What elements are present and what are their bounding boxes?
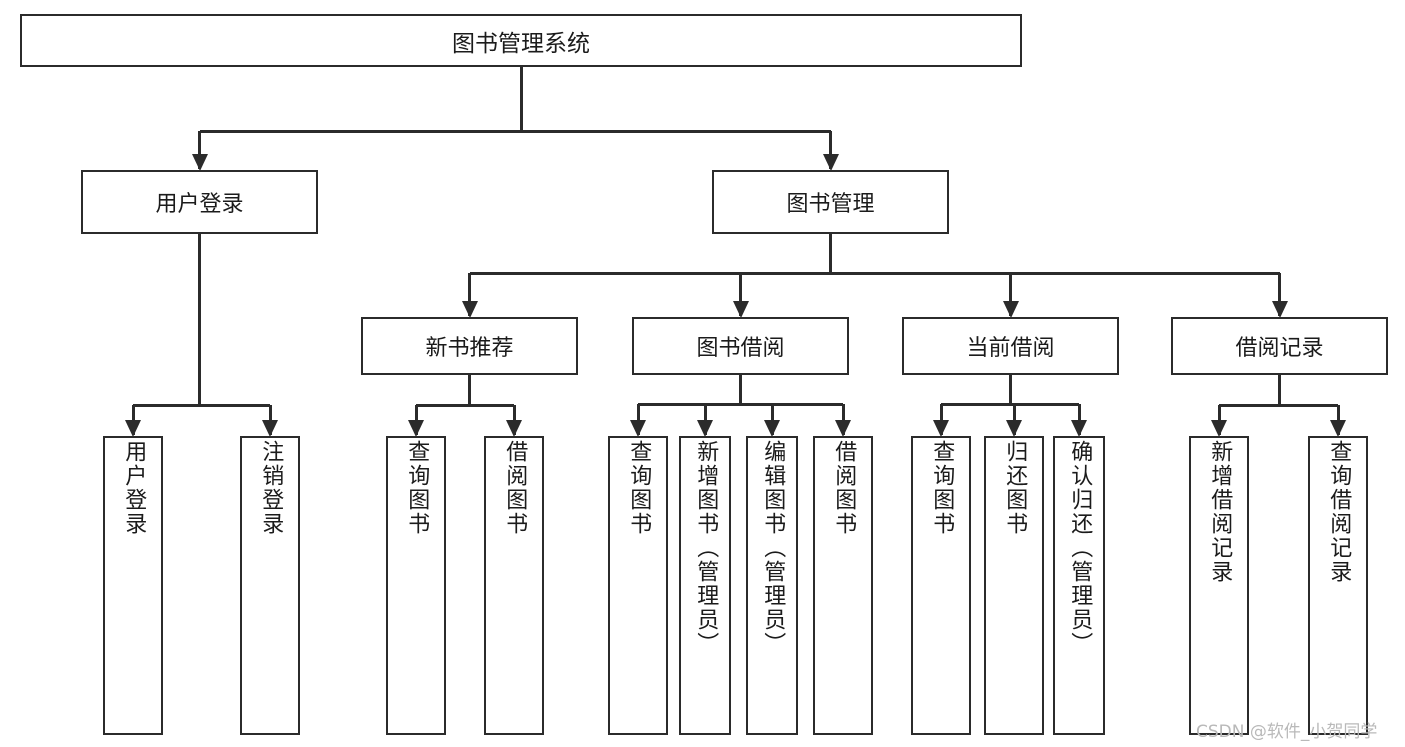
node-book-management[interactable]: 图书管理 — [712, 170, 949, 234]
node-edit-book-admin-label: 编辑图书（管理员） — [760, 440, 786, 656]
node-current-borrow[interactable]: 当前借阅 — [902, 317, 1119, 375]
connector-stem — [1278, 375, 1281, 405]
arrowhead-icon — [835, 420, 851, 437]
arrowhead-icon — [506, 420, 522, 437]
node-query-book-1[interactable]: 查询图书 — [386, 436, 446, 735]
connector-drop — [739, 273, 742, 316]
connector-drop — [1009, 273, 1012, 316]
node-borrow-book-2-label: 借阅图书 — [831, 440, 857, 536]
connector-bus — [941, 402, 1079, 406]
arrowhead-icon — [1006, 420, 1022, 437]
node-user-login-label: 用户登录 — [155, 192, 244, 217]
arrowhead-icon — [262, 420, 278, 437]
arrowhead-icon — [933, 420, 949, 437]
connector-drop — [1077, 404, 1081, 435]
node-root[interactable]: 图书管理系统 — [20, 14, 1022, 67]
arrowhead-icon — [191, 154, 208, 171]
arrowhead-icon — [125, 420, 141, 437]
node-root-label: 图书管理系统 — [452, 30, 590, 57]
connector-drop — [1012, 404, 1016, 435]
node-book-management-label: 图书管理 — [786, 192, 875, 217]
node-borrow-record-label: 借阅记录 — [1235, 336, 1324, 361]
node-logout-action-label: 注销登录 — [258, 440, 284, 536]
node-borrow-book-1-label: 借阅图书 — [502, 440, 528, 536]
node-confirm-return-admin-label: 确认归还（管理员） — [1067, 440, 1093, 656]
arrowhead-icon — [822, 154, 839, 171]
node-book-borrow-label: 图书借阅 — [696, 336, 785, 361]
connector-drop — [841, 404, 845, 435]
connector-bus — [416, 403, 514, 407]
connector-bus — [199, 129, 831, 133]
node-add-book-admin-label: 新增图书（管理员） — [693, 440, 719, 656]
node-current-borrow-label: 当前借阅 — [966, 336, 1055, 361]
connector-bus — [469, 271, 1280, 275]
connector-stem — [829, 234, 832, 273]
node-new-book-recommend[interactable]: 新书推荐 — [361, 317, 578, 375]
connector-stem — [198, 234, 201, 405]
node-add-borrow-record-label: 新增借阅记录 — [1207, 440, 1233, 584]
connector-stem — [519, 67, 523, 131]
connector-bus — [638, 402, 843, 406]
node-query-book-3[interactable]: 查询图书 — [911, 436, 971, 735]
arrowhead-icon — [697, 420, 713, 437]
connector-drop — [1278, 273, 1281, 316]
connector-drop — [636, 404, 640, 435]
arrowhead-icon — [1271, 301, 1288, 318]
node-user-login-action-label: 用户登录 — [121, 440, 147, 536]
arrowhead-icon — [630, 420, 646, 437]
connector-stem — [1009, 375, 1012, 404]
arrowhead-icon — [1211, 420, 1227, 437]
connector-drop — [703, 404, 707, 435]
connector-bus — [133, 403, 270, 407]
arrowhead-icon — [732, 301, 749, 318]
node-borrow-book-1[interactable]: 借阅图书 — [484, 436, 544, 735]
node-query-book-3-label: 查询图书 — [929, 440, 955, 536]
connector-drop — [770, 404, 774, 435]
node-query-book-1-label: 查询图书 — [404, 440, 430, 536]
node-return-book[interactable]: 归还图书 — [984, 436, 1044, 735]
node-confirm-return-admin[interactable]: 确认归还（管理员） — [1053, 436, 1105, 735]
connector-drop — [939, 404, 943, 435]
arrowhead-icon — [764, 420, 780, 437]
node-borrow-book-2[interactable]: 借阅图书 — [813, 436, 873, 735]
node-return-book-label: 归还图书 — [1002, 440, 1028, 536]
arrowhead-icon — [1071, 420, 1087, 437]
node-user-login-action[interactable]: 用户登录 — [103, 436, 163, 735]
arrowhead-icon — [408, 420, 424, 437]
node-add-borrow-record[interactable]: 新增借阅记录 — [1189, 436, 1249, 735]
node-query-book-2-label: 查询图书 — [626, 440, 652, 536]
node-query-book-2[interactable]: 查询图书 — [608, 436, 668, 735]
arrowhead-icon — [1330, 420, 1346, 437]
connector-drop — [829, 131, 832, 169]
watermark: CSDN @软件_小贺同学 — [1196, 722, 1378, 742]
node-edit-book-admin[interactable]: 编辑图书（管理员） — [746, 436, 798, 735]
node-query-borrow-record-label: 查询借阅记录 — [1326, 440, 1352, 584]
node-add-book-admin[interactable]: 新增图书（管理员） — [679, 436, 731, 735]
connector-drop — [468, 273, 471, 316]
node-logout-action[interactable]: 注销登录 — [240, 436, 300, 735]
node-query-borrow-record[interactable]: 查询借阅记录 — [1308, 436, 1368, 735]
connector-stem — [468, 375, 471, 405]
connector-stem — [739, 375, 742, 404]
node-new-book-recommend-label: 新书推荐 — [425, 336, 514, 361]
arrowhead-icon — [1002, 301, 1019, 318]
node-borrow-record[interactable]: 借阅记录 — [1171, 317, 1388, 375]
connector-bus — [1219, 403, 1338, 407]
arrowhead-icon — [461, 301, 478, 318]
node-user-login[interactable]: 用户登录 — [81, 170, 318, 234]
connector-drop — [198, 131, 201, 169]
node-book-borrow[interactable]: 图书借阅 — [632, 317, 849, 375]
